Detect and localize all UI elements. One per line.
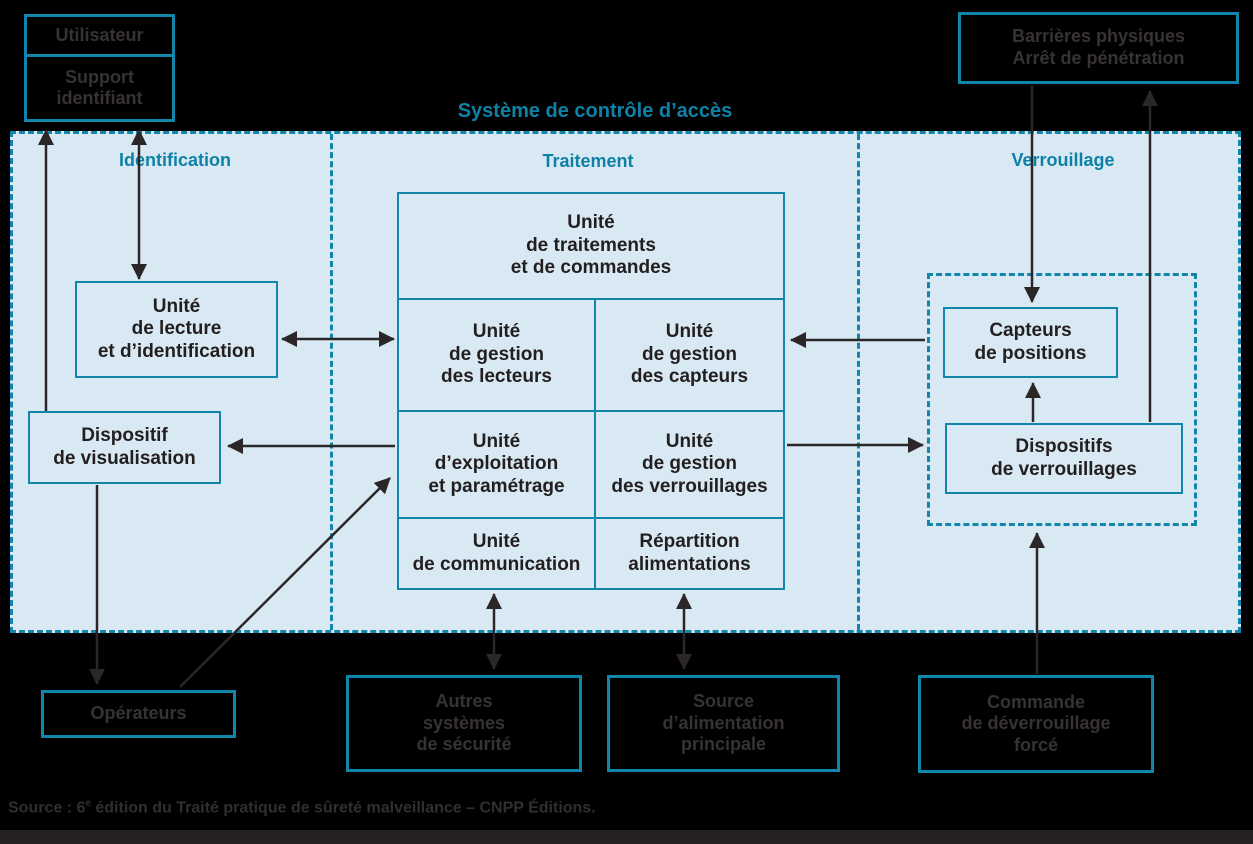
source-note-prefix: Source : 6 xyxy=(8,799,86,817)
capteurs-positions-box: Capteurs de positions xyxy=(943,307,1118,378)
unite-exploitation-cell: Unité d’exploitation et paramétrage xyxy=(428,430,565,497)
dispositifs-verrouillages-box: Dispositifs de verrouillages xyxy=(945,423,1183,494)
grid-row-divider-1 xyxy=(399,298,783,300)
unite-gestion-capteurs-cell: Unité de gestion des capteurs xyxy=(630,321,749,388)
section-divider-identification-traitement xyxy=(330,134,333,630)
section-label-identification: Identification xyxy=(119,150,231,170)
grid-row-divider-3 xyxy=(399,517,783,519)
unite-lecture-box: Unité de lecture et d’identification xyxy=(75,281,278,378)
unite-traitements-cell: Unité de traitements et de commandes xyxy=(510,212,672,279)
grid-col-divider xyxy=(594,298,596,588)
support-identifiant-box: Support identifiant xyxy=(56,66,143,108)
utilisateur-box: Utilisateur xyxy=(55,24,144,45)
autres-systemes-box: Autres systèmes de sécurité xyxy=(346,675,582,772)
section-label-traitement: Traitement xyxy=(542,151,634,171)
footer-bar xyxy=(0,830,1253,844)
unite-gestion-verrouillages-cell: Unité de gestion des verrouillages xyxy=(611,430,768,497)
source-note-superscript: e xyxy=(85,798,91,809)
dispositif-visualisation-box: Dispositif de visualisation xyxy=(28,411,221,484)
barrieres-physiques-box: Barrières physiques Arrêt de pénétration xyxy=(958,12,1239,84)
operateurs-box: Opérateurs xyxy=(41,690,236,738)
section-label-verrouillage: Verrouillage xyxy=(1011,150,1115,170)
page-title: Système de contrôle d’accès xyxy=(457,100,733,122)
commande-deverrouillage-box: Commande de déverrouillage forcé xyxy=(918,675,1154,773)
grid-row-divider-2 xyxy=(399,410,783,412)
unite-communication-cell: Unité de communication xyxy=(412,531,581,575)
unite-gestion-lecteurs-cell: Unité de gestion des lecteurs xyxy=(441,321,552,388)
utilisateur-support-box: Utilisateur Support identifiant xyxy=(24,14,175,122)
section-divider-traitement-verrouillage xyxy=(857,134,860,630)
traitement-grid: Unité de traitements et de commandes Uni… xyxy=(397,192,785,590)
source-note-suffix: édition du Traité pratique de sûreté mal… xyxy=(90,799,596,817)
repartition-alimentations-cell: Répartition alimentations xyxy=(628,531,751,575)
source-note: Source : 6e édition du Traité pratique d… xyxy=(8,798,596,817)
utilisateur-support-divider xyxy=(27,54,172,57)
source-alimentation-box: Source d’alimentation principale xyxy=(607,675,840,772)
verrouillage-subpanel xyxy=(927,273,1197,526)
